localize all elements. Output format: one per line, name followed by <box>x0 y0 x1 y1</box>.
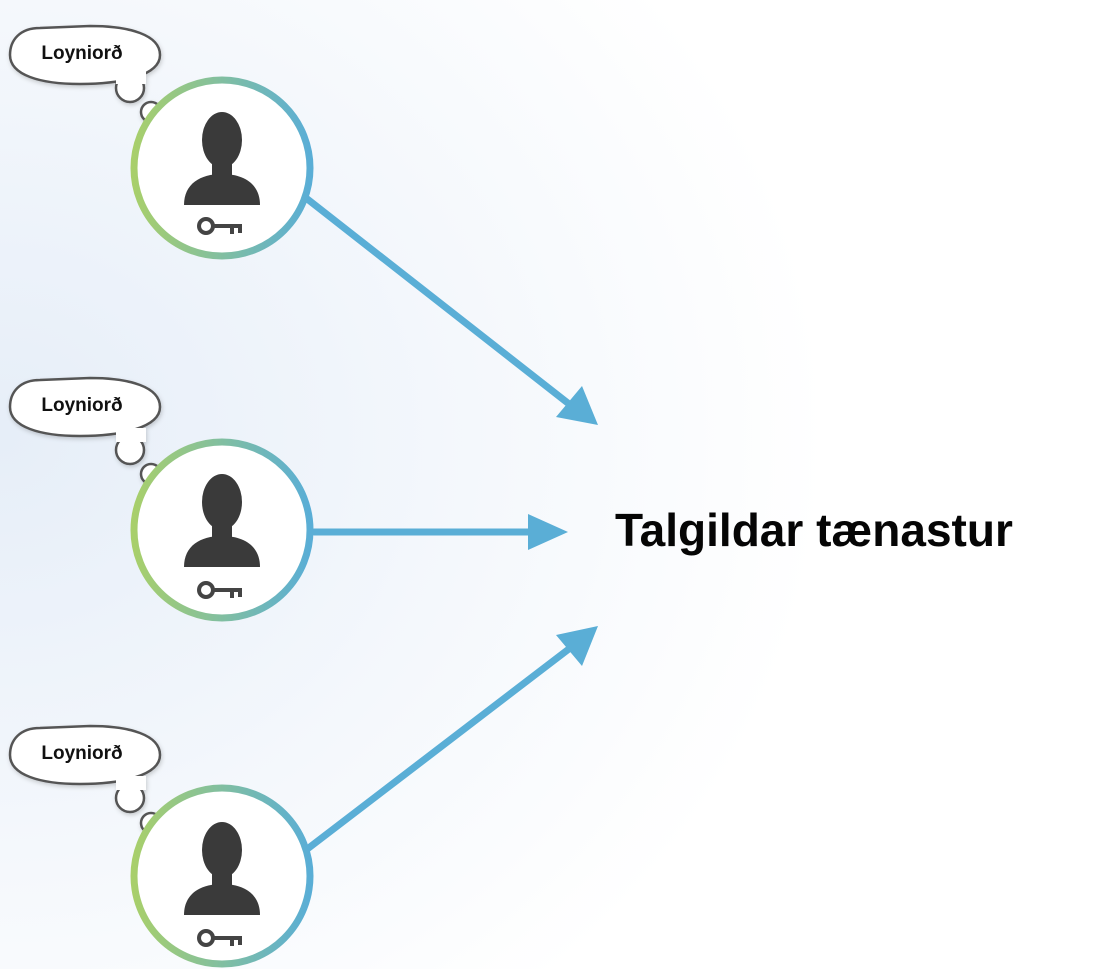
thought-bubble-text: Loyniorð <box>41 743 122 764</box>
thought-bubble-text: Loyniorð <box>41 395 122 416</box>
user-node-1: Loyniorð <box>8 24 314 260</box>
user-silhouette-icon <box>184 474 260 567</box>
user-node-2: Loyniorð <box>8 376 314 622</box>
arrow-user-1 <box>302 194 598 425</box>
key-icon <box>197 581 242 599</box>
key-icon <box>197 217 242 235</box>
arrow-user-2 <box>310 514 568 550</box>
key-icon <box>197 929 242 947</box>
arrow-user-3 <box>302 626 598 854</box>
thought-bubble-1 <box>8 24 183 134</box>
thought-bubble-text: Loyniorð <box>41 43 122 64</box>
user-node-3: Loyniorð <box>8 724 314 968</box>
user-silhouette-icon <box>184 822 260 915</box>
arrows <box>302 194 598 854</box>
target-service-label: Talgildar tænastur <box>615 504 1013 556</box>
user-silhouette-icon <box>184 112 260 205</box>
